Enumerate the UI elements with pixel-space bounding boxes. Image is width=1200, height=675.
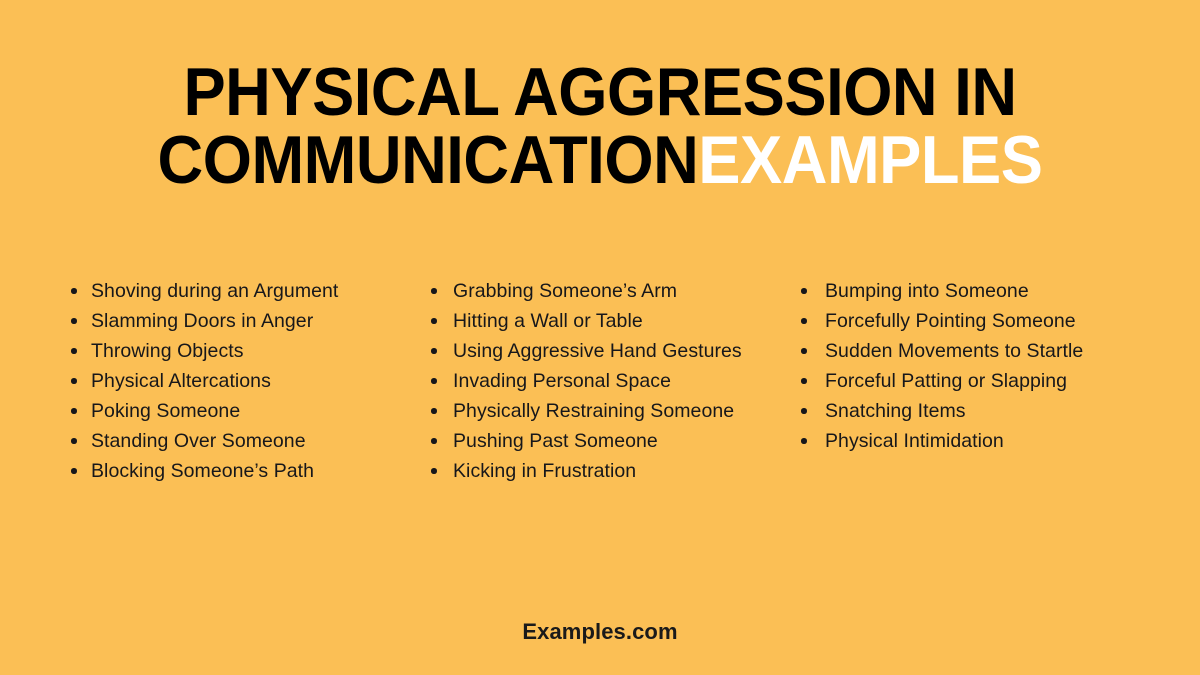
bullet-dot-icon xyxy=(431,378,437,384)
list-item: Forcefully Pointing Someone xyxy=(792,306,1152,336)
list-item: Snatching Items xyxy=(792,396,1152,426)
examples-column-2: Grabbing Someone’s Arm Hitting a Wall or… xyxy=(422,276,792,486)
bullet-dot-icon xyxy=(801,378,807,384)
bullet-dot-icon xyxy=(801,408,807,414)
list-item-label: Sudden Movements to Startle xyxy=(825,340,1084,362)
list-item-label: Forceful Patting or Slapping xyxy=(825,370,1068,392)
bullet-dot-icon xyxy=(431,408,437,414)
list-item-label: Poking Someone xyxy=(91,400,241,422)
bullet-dot-icon xyxy=(71,288,77,294)
bullet-list-1: Shoving during an Argument Slamming Door… xyxy=(62,276,422,486)
list-item-label: Grabbing Someone’s Arm xyxy=(453,280,678,302)
list-item: Standing Over Someone xyxy=(62,426,422,456)
bullet-dot-icon xyxy=(801,288,807,294)
bullet-dot-icon xyxy=(71,318,77,324)
list-item: Physical Altercations xyxy=(62,366,422,396)
list-item: Using Aggressive Hand Gestures xyxy=(422,336,792,366)
title-line-1: PHYSICAL AGGRESSION IN xyxy=(183,54,1017,130)
list-item-label: Physically Restraining Someone xyxy=(453,400,735,422)
examples-columns: Shoving during an Argument Slamming Door… xyxy=(62,276,1152,486)
list-item-label: Shoving during an Argument xyxy=(91,280,339,302)
list-item-label: Physical Intimidation xyxy=(825,430,1004,452)
list-item: Blocking Someone’s Path xyxy=(62,456,422,486)
bullet-dot-icon xyxy=(71,468,77,474)
examples-column-3: Bumping into Someone Forcefully Pointing… xyxy=(792,276,1152,456)
examples-column-1: Shoving during an Argument Slamming Door… xyxy=(62,276,422,486)
bullet-dot-icon xyxy=(71,378,77,384)
list-item: Invading Personal Space xyxy=(422,366,792,396)
list-item: Sudden Movements to Startle xyxy=(792,336,1152,366)
title-line-2-accent: EXAMPLES xyxy=(698,122,1043,198)
list-item: Physically Restraining Someone xyxy=(422,396,792,426)
list-item: Slamming Doors in Anger xyxy=(62,306,422,336)
bullet-dot-icon xyxy=(431,438,437,444)
bullet-list-3: Bumping into Someone Forcefully Pointing… xyxy=(792,276,1152,456)
list-item: Grabbing Someone’s Arm xyxy=(422,276,792,306)
bullet-dot-icon xyxy=(801,348,807,354)
brand-name: Examples.com xyxy=(522,619,678,644)
bullet-dot-icon xyxy=(431,468,437,474)
bullet-dot-icon xyxy=(801,318,807,324)
list-item: Pushing Past Someone xyxy=(422,426,792,456)
list-item-label: Hitting a Wall or Table xyxy=(453,310,643,332)
footer: Examples.com xyxy=(0,618,1200,646)
list-item: Throwing Objects xyxy=(62,336,422,366)
page-title: PHYSICAL AGGRESSION IN COMMUNICATIONEXAM… xyxy=(0,58,1200,194)
list-item-label: Pushing Past Someone xyxy=(453,430,658,452)
bullet-dot-icon xyxy=(71,348,77,354)
bullet-dot-icon xyxy=(71,438,77,444)
list-item: Hitting a Wall or Table xyxy=(422,306,792,336)
list-item-label: Slamming Doors in Anger xyxy=(91,310,314,332)
bullet-dot-icon xyxy=(71,408,77,414)
list-item-label: Forcefully Pointing Someone xyxy=(825,310,1076,332)
list-item-label: Physical Altercations xyxy=(91,370,271,392)
bullet-dot-icon xyxy=(431,288,437,294)
title-line-2-main: COMMUNICATION xyxy=(157,122,699,198)
list-item: Physical Intimidation xyxy=(792,426,1152,456)
list-item-label: Blocking Someone’s Path xyxy=(91,460,315,482)
title-line-2: COMMUNICATIONEXAMPLES xyxy=(42,126,1158,194)
list-item-label: Throwing Objects xyxy=(91,340,244,362)
list-item-label: Bumping into Someone xyxy=(825,280,1029,302)
list-item: Bumping into Someone xyxy=(792,276,1152,306)
list-item-label: Invading Personal Space xyxy=(453,370,671,392)
list-item: Poking Someone xyxy=(62,396,422,426)
bullet-dot-icon xyxy=(801,438,807,444)
list-item: Forceful Patting or Slapping xyxy=(792,366,1152,396)
list-item: Kicking in Frustration xyxy=(422,456,792,486)
list-item-label: Standing Over Someone xyxy=(91,430,306,452)
list-item: Shoving during an Argument xyxy=(62,276,422,306)
list-item-label: Using Aggressive Hand Gestures xyxy=(453,340,742,362)
list-item-label: Kicking in Frustration xyxy=(453,460,637,482)
list-item-label: Snatching Items xyxy=(825,400,966,422)
bullet-list-2: Grabbing Someone’s Arm Hitting a Wall or… xyxy=(422,276,792,486)
bullet-dot-icon xyxy=(431,348,437,354)
bullet-dot-icon xyxy=(431,318,437,324)
